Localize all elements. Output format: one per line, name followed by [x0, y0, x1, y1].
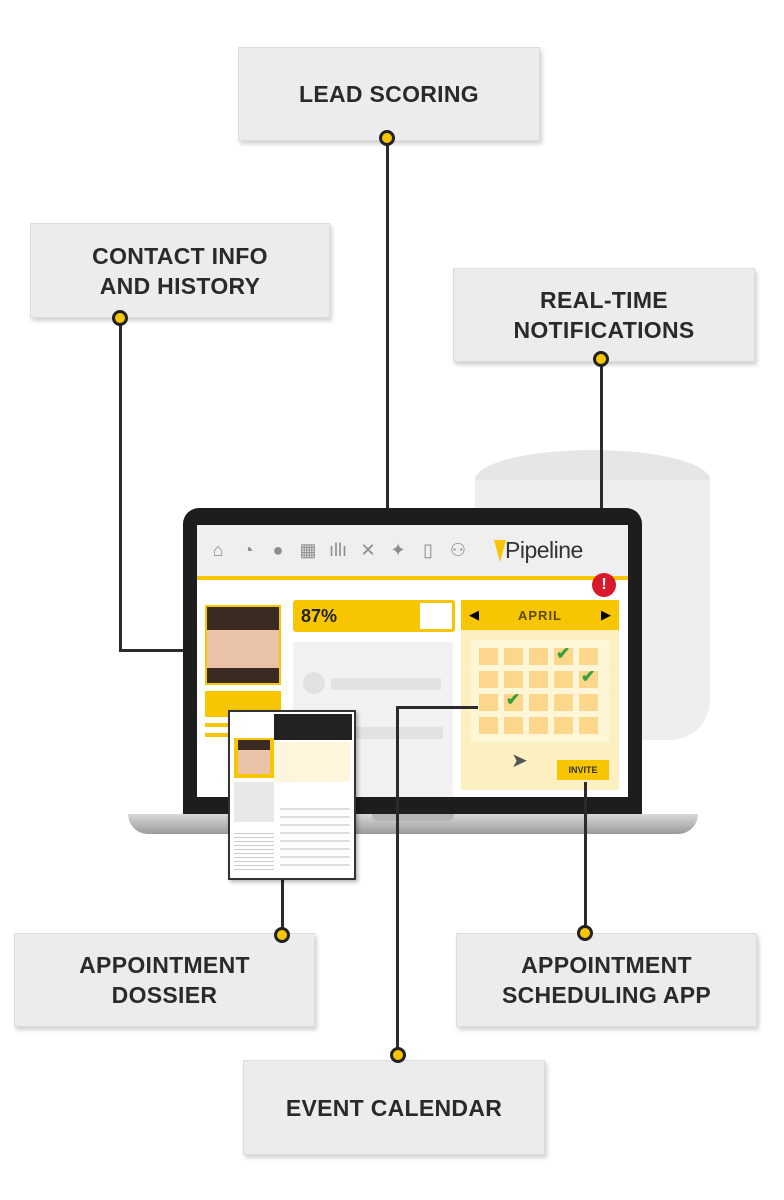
connector-contact: [119, 320, 122, 652]
calendar-day-cell[interactable]: ✔: [579, 667, 598, 688]
connector-contact-h: [119, 649, 207, 652]
contacts-icon[interactable]: ⚇: [449, 540, 467, 560]
calendar-widget: ◀ APRIL ▶ ✔ ✔ ✔ ➤ INVITE: [461, 600, 619, 790]
mobile-icon[interactable]: ▯: [423, 540, 433, 560]
chat-icon[interactable]: ●: [272, 540, 284, 560]
calendar-day-cell[interactable]: [554, 694, 573, 711]
calendar-day-cell[interactable]: [579, 648, 598, 665]
contact-line: [205, 733, 235, 737]
calendar-day-cell[interactable]: [504, 648, 523, 665]
lead-score-remainder: [420, 603, 452, 629]
connector-dot: [577, 925, 593, 941]
connector-dossier: [281, 878, 284, 934]
tools-icon[interactable]: ✕: [360, 540, 376, 560]
lead-score-bar: 87%: [293, 600, 455, 632]
lead-score-value: 87%: [301, 606, 338, 626]
calendar-day-cell[interactable]: [479, 694, 498, 711]
connector-dot: [379, 130, 395, 146]
connector-scheduling: [584, 782, 587, 932]
calendar-day-cell[interactable]: ✔: [504, 690, 523, 711]
calendar-day-cell[interactable]: [579, 717, 598, 734]
home-icon[interactable]: ⌂: [212, 540, 224, 560]
calendar-icon[interactable]: ▦: [299, 540, 317, 560]
connector-event-calendar-h: [396, 706, 478, 709]
contact-line: [205, 723, 235, 727]
prev-month-icon[interactable]: ◀: [469, 607, 479, 622]
calendar-day-cell[interactable]: [479, 717, 498, 734]
calendar-header: ◀ APRIL ▶: [461, 600, 619, 630]
calendar-grid: ✔ ✔ ✔: [471, 640, 609, 742]
calendar-month: APRIL: [518, 607, 562, 623]
connector-lead-scoring: [386, 140, 389, 605]
callout-lead-scoring: LEAD SCORING: [238, 47, 540, 141]
calendar-day-cell[interactable]: [554, 671, 573, 688]
calendar-day-cell[interactable]: [579, 694, 598, 711]
calendar-day-cell[interactable]: [529, 694, 548, 711]
activity-icon[interactable]: ✦: [390, 540, 406, 560]
next-month-icon[interactable]: ▶: [601, 607, 611, 622]
calendar-day-cell[interactable]: [529, 671, 548, 688]
calendar-day-cell[interactable]: [479, 671, 498, 688]
appointment-dossier-document: [228, 710, 356, 880]
callout-event-calendar: EVENT CALENDAR: [243, 1060, 545, 1155]
funnel-icon: [488, 539, 506, 562]
calendar-day-cell[interactable]: [554, 717, 573, 734]
deals-icon[interactable]: ◔: [242, 540, 254, 560]
checkmark-icon: ✔: [506, 690, 521, 709]
calendar-day-cell[interactable]: [504, 671, 523, 688]
pipeline-logo: Pipeline: [488, 537, 583, 564]
app-toolbar: ⌂ ◔ ● ▦ ıllı ✕ ✦ ▯ ⚇ Pipeline: [197, 525, 628, 580]
invite-button[interactable]: INVITE: [557, 760, 609, 780]
connector-dot: [112, 310, 128, 326]
laptop-notch: [372, 814, 454, 821]
cursor-icon: ➤: [511, 750, 528, 772]
connector-event-calendar: [396, 706, 399, 1056]
calendar-day-cell[interactable]: [504, 717, 523, 734]
contact-photo: [205, 605, 281, 685]
checkmark-icon: ✔: [556, 644, 571, 663]
alert-icon[interactable]: !: [592, 573, 616, 597]
calendar-day-cell[interactable]: ✔: [554, 644, 573, 665]
checkmark-icon: ✔: [581, 667, 596, 686]
reports-icon[interactable]: ıllı: [329, 540, 347, 560]
connector-notifications: [600, 362, 603, 584]
calendar-day-cell[interactable]: [529, 648, 548, 665]
calendar-day-cell[interactable]: [529, 717, 548, 734]
connector-dot: [593, 351, 609, 367]
calendar-day-cell[interactable]: [479, 648, 498, 665]
connector-dot: [274, 927, 290, 943]
connector-dot: [390, 1047, 406, 1063]
